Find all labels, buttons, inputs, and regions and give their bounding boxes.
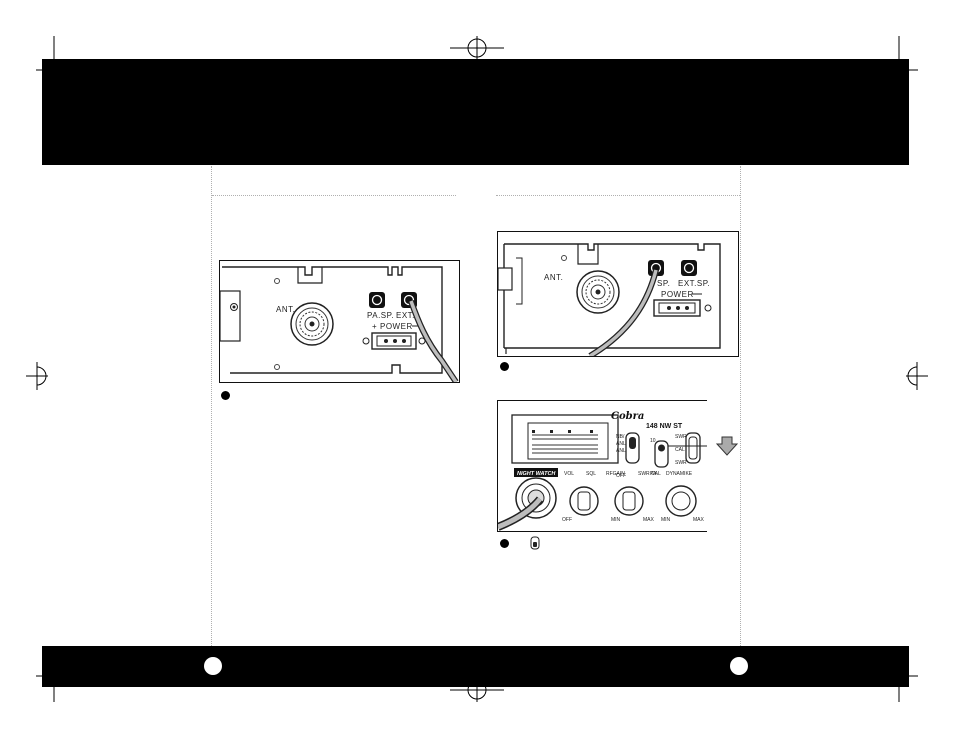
sql-label: SQL (586, 471, 596, 477)
power-plus-sign: + (372, 322, 377, 331)
switch-10-label: 10 (650, 438, 656, 444)
page-marker-left (204, 657, 222, 675)
power-label-2: POWER (661, 290, 694, 299)
switch-icon (530, 536, 540, 550)
ext-sp-label: EXT. (396, 311, 415, 320)
page-marker-right (730, 657, 748, 675)
ant-label-2: ANT. (544, 273, 563, 282)
header-band (42, 59, 909, 165)
brand-label: Cobra (611, 411, 644, 422)
min2-label: MIN (661, 517, 671, 523)
footer-band (42, 646, 909, 687)
figure3-bullet (500, 539, 509, 548)
pa-sp-label: PA.SP. (367, 311, 394, 320)
power-label: POWER (380, 322, 413, 331)
figure-rear-panel-sp: ANT. SP. EXT.SP. POWER (497, 231, 739, 357)
figure-rear-panel-ext: ANT. PA.SP. EXT. + POWER (219, 260, 460, 383)
model-label: 148 NW ST (646, 423, 683, 430)
rule-right (496, 195, 740, 196)
max1-label: MAX (643, 517, 655, 523)
switch-anl-label: ANL (616, 441, 626, 447)
swr-cal-label: SWR CAL (638, 471, 661, 477)
switch-pa-label: PA (650, 471, 657, 477)
figure-front-panel: Cobra 148 NW ST NB/ ANL ANL OFF 10 PA SW… (497, 400, 707, 532)
arrow-down-icon (716, 436, 738, 456)
off-label: OFF (562, 517, 572, 523)
switch-off-label: OFF (616, 473, 626, 479)
figure1-bullet (221, 391, 230, 400)
switch-anl2-label: ANL (616, 448, 626, 454)
max2-label: MAX (693, 517, 705, 523)
min1-label: MIN (611, 517, 621, 523)
ext-sp-label-2: EXT.SP. (678, 279, 710, 288)
switch-swr-label: SWR (675, 434, 687, 440)
switch-cal-label: CAL (675, 447, 685, 453)
dynamike-label: DYNAMIKE (666, 471, 693, 477)
switch-nb-label: NB/ (616, 434, 625, 440)
rfgain-label: RFGAIN (606, 471, 625, 477)
rule-left (212, 195, 456, 196)
figure2-bullet (500, 362, 509, 371)
switch-swr2-label: SWR (675, 460, 687, 466)
ant-label: ANT. (276, 305, 295, 314)
pa-sp-label-2: SP. (657, 279, 670, 288)
column-guide-right (740, 166, 741, 646)
column-guide-left (211, 166, 212, 646)
nightwatch-label: NIGHT WATCH (517, 471, 556, 477)
vol-label: VOL (564, 471, 574, 477)
